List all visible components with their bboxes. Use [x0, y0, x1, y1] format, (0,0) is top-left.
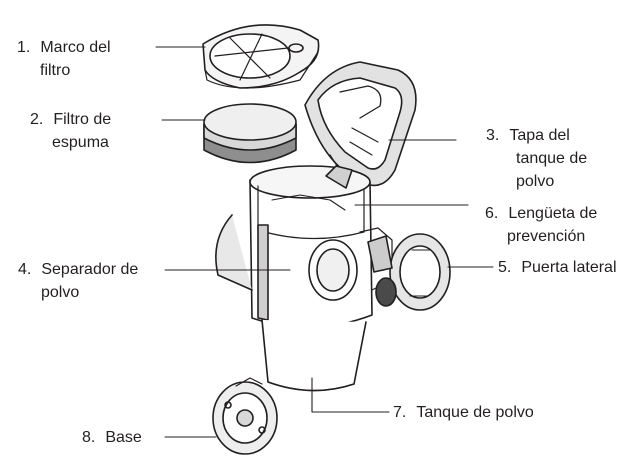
- base-part: [212, 377, 278, 455]
- label-1: 1.Marco del filtro: [17, 39, 111, 79]
- label-4: 4.Separador de polvo: [18, 261, 139, 301]
- side-door-part: [367, 233, 451, 311]
- leader-lines: [155, 46, 494, 438]
- label-7: 7.Tanque de polvo: [393, 404, 534, 421]
- prevention-tab-part: [325, 165, 353, 189]
- foam-filter-part: [203, 103, 297, 164]
- label-2: 2.Filtro de espuma: [30, 111, 112, 151]
- filter-frame-part: [202, 24, 320, 89]
- label-6: 6.Lengüeta de prevención: [485, 205, 598, 245]
- label-5: 5.Puerta lateral: [498, 259, 617, 276]
- dust-tank-part: [261, 319, 367, 392]
- dust-separator-part: [215, 165, 393, 329]
- label-3: 3.Tapa del tanque de polvo: [486, 127, 588, 190]
- label-8: 8.Base: [82, 429, 142, 446]
- dust-tank-lid-part: [304, 61, 417, 187]
